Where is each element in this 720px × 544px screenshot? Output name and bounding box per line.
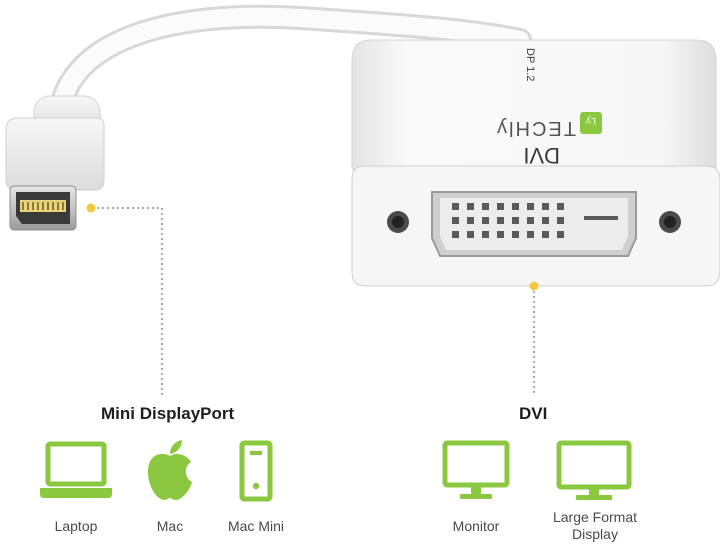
mini-displayport-plug [5, 95, 105, 231]
heading-dvi: DVI [519, 404, 548, 423]
monitor-icon [442, 440, 510, 499]
callout-line-right [529, 281, 539, 396]
version-label: DP 1.2 [524, 48, 536, 81]
dvi-pin [542, 231, 549, 238]
dvi-pin [512, 203, 519, 210]
adapter-body: Ly TECHly DVI DP 1.2 [351, 39, 720, 287]
callout-line-left [86, 203, 163, 396]
dvi-pin [497, 231, 504, 238]
callout-marker-left [86, 203, 96, 213]
mac-mini-icon [239, 440, 273, 502]
brand-logo-badge [580, 112, 602, 134]
dvi-pin [512, 231, 519, 238]
callout-marker-right [529, 281, 539, 291]
dvi-pin [482, 217, 489, 224]
dvi-pin [467, 203, 474, 210]
dvi-pin [542, 217, 549, 224]
dvi-pin [482, 231, 489, 238]
dvi-pin [557, 231, 564, 238]
cable [48, 4, 532, 124]
dvi-port [387, 191, 681, 257]
device-label-large-format-display: Large Format Display [552, 509, 638, 542]
dvi-pin [512, 217, 519, 224]
dvi-pin [452, 217, 459, 224]
dvi-pin [452, 231, 459, 238]
dvi-pin [557, 217, 564, 224]
device-label-mac: Mac [156, 518, 184, 534]
dvi-pin [482, 203, 489, 210]
laptop-icon [40, 441, 112, 498]
svg-text:Ly: Ly [586, 115, 596, 126]
dvi-pin [467, 231, 474, 238]
dvi-pin [527, 217, 534, 224]
dvi-pin [452, 203, 459, 210]
heading-mini-displayport: Mini DisplayPort [101, 404, 235, 423]
dvi-pin [557, 203, 564, 210]
dvi-pin [542, 203, 549, 210]
device-label-laptop: Laptop [54, 518, 98, 534]
dvi-pin [497, 203, 504, 210]
port-label: DVI [523, 143, 560, 168]
apple-icon [148, 440, 192, 500]
device-label-monitor: Monitor [452, 518, 500, 534]
dvi-pin [467, 217, 474, 224]
large-display-icon [556, 440, 632, 500]
dvi-pin [527, 203, 534, 210]
dvi-pin [527, 231, 534, 238]
brand-text: TECHly [495, 117, 576, 139]
device-label-mac-mini: Mac Mini [227, 518, 284, 534]
dvi-pin [497, 217, 504, 224]
